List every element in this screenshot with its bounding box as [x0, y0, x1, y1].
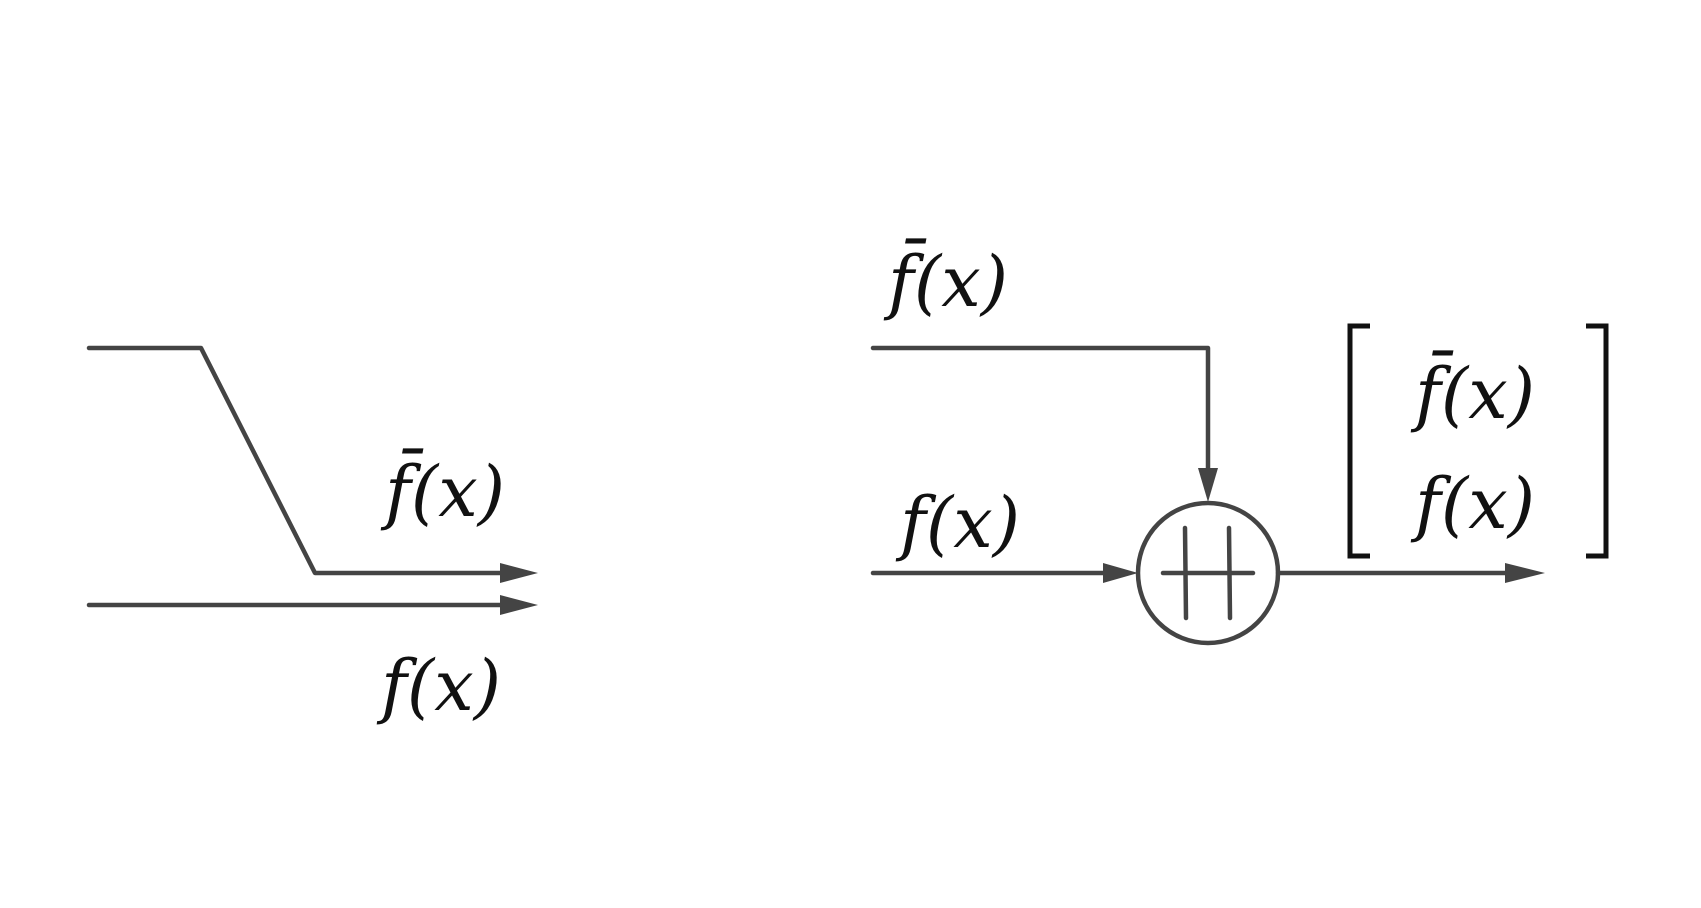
concatenation-operator-icon [1135, 500, 1281, 646]
output-vector-top-entry: f̄(x) [1410, 350, 1535, 435]
upper-output-label: f̄(x) [380, 448, 505, 533]
right-combine-diagram: f̄(x) f(x) f̄(x) f(x) [870, 238, 1609, 646]
operator-vertical-stroke-right [1226, 525, 1233, 621]
top-input-arrowhead [1198, 468, 1218, 502]
bottom-input-arrowhead [1103, 563, 1138, 583]
top-input-wire [870, 345, 1211, 473]
output-vector: f̄(x) f(x) [1347, 323, 1609, 559]
operator-vertical-stroke-left [1182, 525, 1189, 621]
lower-output-label: f(x) [376, 645, 501, 727]
top-input-label: f̄(x) [883, 238, 1008, 323]
output-vector-bottom-entry: f(x) [1410, 463, 1535, 545]
left-bracket [1347, 323, 1370, 559]
upper-branch-arrowhead [500, 563, 538, 583]
upper-branch-wire [86, 345, 503, 576]
output-arrowhead [1505, 563, 1545, 583]
right-bracket [1586, 323, 1609, 559]
left-branch-diagram: f̄(x) f(x) [86, 345, 538, 727]
bottom-input-label: f(x) [895, 482, 1020, 564]
lower-branch-arrowhead [500, 595, 538, 615]
